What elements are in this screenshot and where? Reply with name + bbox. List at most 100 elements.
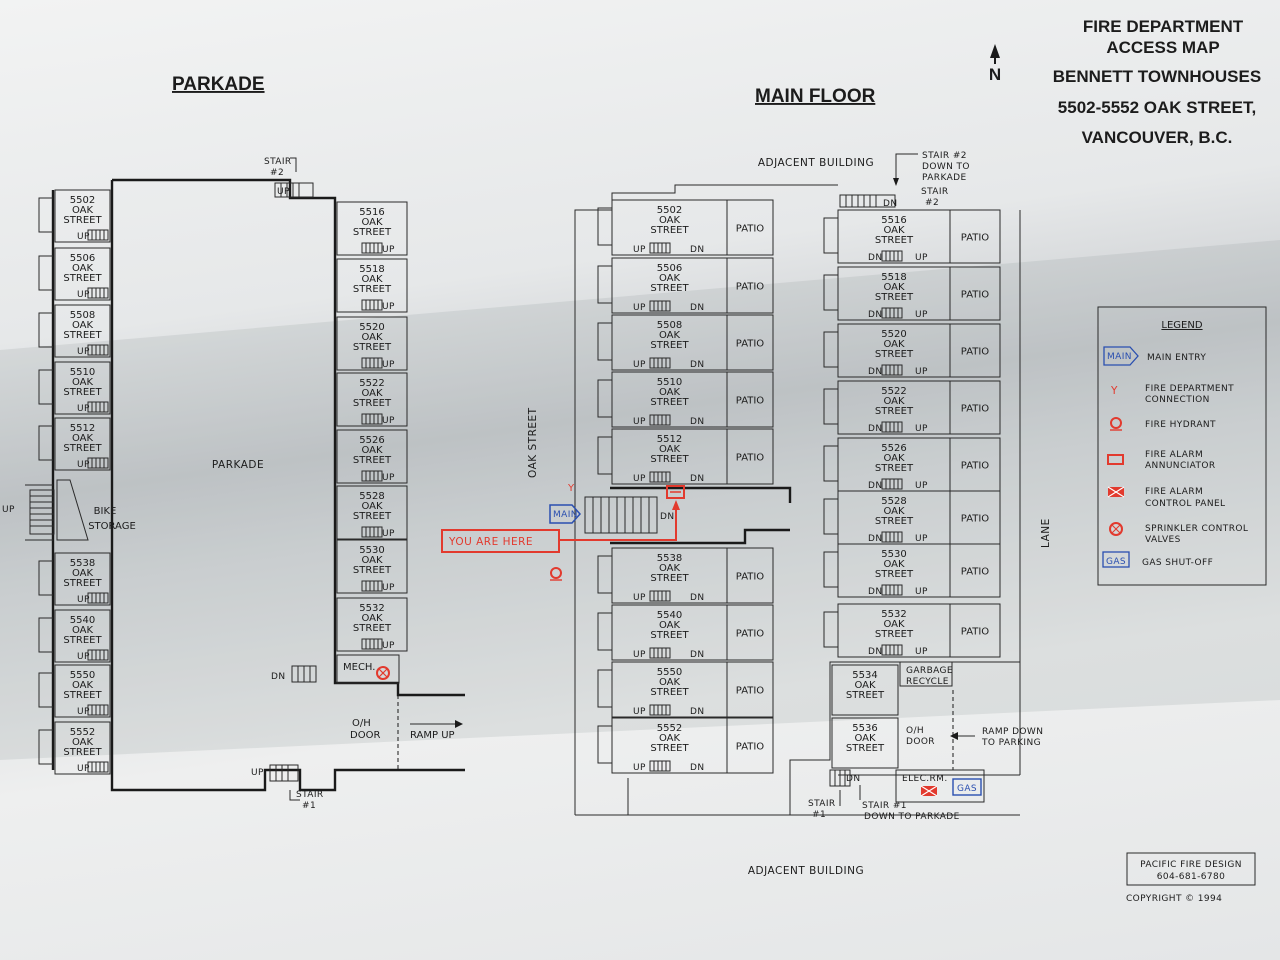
entry-steps xyxy=(38,369,53,405)
legend-gas-icon xyxy=(1102,551,1130,568)
legend-item-label: CONTROL PANEL xyxy=(1145,499,1225,509)
entry-steps xyxy=(597,612,612,651)
fire-alarm-control-panel-icon xyxy=(920,785,938,797)
main-floor-title: MAIN FLOOR xyxy=(755,86,876,107)
entry-steps xyxy=(823,498,838,535)
entry-steps xyxy=(38,560,53,596)
unit-street-line2: STREET xyxy=(353,284,392,295)
parkade-stair2-label-2: #2 xyxy=(270,168,284,178)
parkade-outer-wall-lower xyxy=(110,180,465,792)
unit-number: 5526 xyxy=(359,435,384,446)
stair-symbol xyxy=(87,761,109,773)
stair-up-label: UP xyxy=(77,347,90,357)
legend-item-label: MAIN ENTRY xyxy=(1147,353,1206,363)
unit-street-line1: OAK xyxy=(883,339,905,350)
unit-outline xyxy=(336,316,408,371)
stair-dn-label: DN xyxy=(271,672,285,682)
entry-steps xyxy=(823,611,838,648)
stair-symbol xyxy=(649,242,671,254)
unit-street-line2: STREET xyxy=(63,635,102,646)
legend-item-label: FIRE ALARM xyxy=(1145,487,1203,497)
entry-steps xyxy=(38,312,53,348)
bike-storage-label-1: BIKE xyxy=(94,506,117,517)
entry-steps xyxy=(38,672,53,708)
project-name: BENNETT TOWNHOUSES xyxy=(1053,67,1261,86)
unit-street-line2: STREET xyxy=(650,225,689,236)
unit-street-line1: OAK xyxy=(361,274,383,285)
stair-dn-label: DN xyxy=(868,647,882,657)
stair-dn-label: DN xyxy=(690,474,704,484)
patio-area xyxy=(726,661,774,718)
unit-street-line2: STREET xyxy=(846,743,885,754)
unit-number: 5540 xyxy=(657,610,682,621)
garbage-label-1: GARBAGE xyxy=(906,666,953,676)
legend-item-label: CONNECTION xyxy=(1145,395,1210,405)
stair-up-label: UP xyxy=(77,404,90,414)
stair-up-label: UP xyxy=(915,310,928,320)
patio-label: PATIO xyxy=(961,347,990,358)
entry-steps xyxy=(597,555,612,594)
unit-outline xyxy=(54,552,111,606)
unit-outline xyxy=(831,664,899,716)
unit-outline xyxy=(831,717,899,769)
unit-outline xyxy=(54,247,111,301)
patio-label: PATIO xyxy=(736,453,765,464)
main-entry-label: MAIN xyxy=(553,510,578,520)
unit-street-line1: OAK xyxy=(72,568,94,579)
legend-title: LEGEND xyxy=(1161,320,1202,331)
main-stair1-dn: DN xyxy=(846,774,860,784)
unit-street-line2: STREET xyxy=(353,565,392,576)
unit-outline xyxy=(336,429,408,484)
unit-number: 5516 xyxy=(359,207,384,218)
unit-number: 5552 xyxy=(70,727,95,738)
unit-street-line1: OAK xyxy=(72,625,94,636)
unit-street-line2: STREET xyxy=(63,215,102,226)
parkade-title: PARKADE xyxy=(172,74,265,95)
ramp-down-2: TO PARKING xyxy=(981,738,1041,748)
legend-item-label: ANNUNCIATOR xyxy=(1145,461,1216,471)
parkade-stair-1 xyxy=(269,764,300,801)
unit-number: 5510 xyxy=(70,367,95,378)
stair-up-label: UP xyxy=(633,474,646,484)
stair-up-label: UP xyxy=(382,360,395,370)
credit-company: PACIFIC FIRE DESIGN xyxy=(1140,860,1242,870)
patio-area xyxy=(949,266,1001,321)
unit-street-line1: OAK xyxy=(361,613,383,624)
stair-dn-label: DN xyxy=(690,303,704,313)
garbage-label-2: RECYCLE xyxy=(906,677,949,687)
unit-number: 5532 xyxy=(359,603,384,614)
entry-steps xyxy=(823,445,838,482)
entry-steps xyxy=(597,725,612,764)
parkade-left-units: 5502OAKSTREETUP5506OAKSTREETUP5508OAKSTR… xyxy=(38,189,111,775)
patio-label: PATIO xyxy=(961,461,990,472)
main-entry-icon[interactable] xyxy=(549,504,582,524)
unit-street-line2: STREET xyxy=(353,455,392,466)
stair-dn-label: DN xyxy=(868,481,882,491)
shadow-band xyxy=(0,240,1280,760)
unit-street-line2: STREET xyxy=(63,387,102,398)
stair-up-label: UP xyxy=(633,707,646,717)
legend-item-label: GAS SHUT-OFF xyxy=(1142,558,1213,568)
stair-up-label: UP xyxy=(77,595,90,605)
patio-label: PATIO xyxy=(736,396,765,407)
patio-area xyxy=(726,314,774,371)
unit-number: 5550 xyxy=(657,667,682,678)
unit-outline xyxy=(54,417,111,471)
legend-main-entry-icon xyxy=(1103,346,1139,366)
stair-symbol xyxy=(881,644,903,656)
parkade-stair2-label-1: STAIR xyxy=(264,157,292,167)
legend-item-label: SPRINKLER CONTROL xyxy=(1145,524,1248,534)
city-line: VANCOUVER, B.C. xyxy=(1082,128,1233,147)
